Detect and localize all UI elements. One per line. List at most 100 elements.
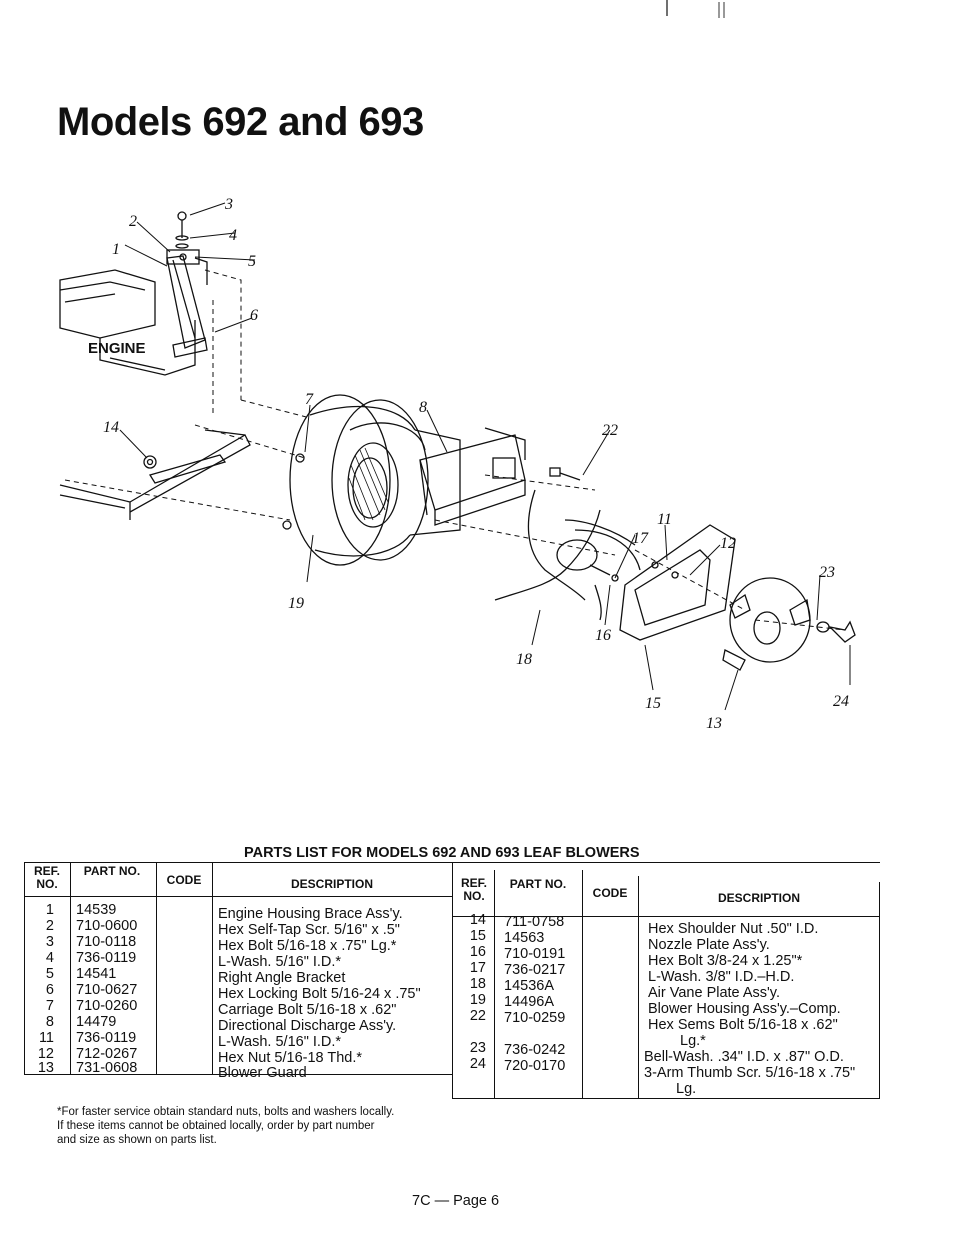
desc-cell: Hex Locking Bolt 5/16-24 x .75" bbox=[218, 986, 421, 1002]
header-description-right: DESCRIPTION bbox=[717, 891, 800, 905]
footnote-line: *For faster service obtain standard nuts… bbox=[57, 1106, 395, 1118]
callout-18: 18 bbox=[516, 651, 532, 668]
callout-1: 1 bbox=[112, 241, 120, 258]
col-sep bbox=[582, 870, 583, 1098]
ref-cell: 6 bbox=[45, 982, 54, 998]
part-cell: 14536A bbox=[504, 978, 554, 994]
col-sep bbox=[638, 876, 639, 1098]
callout-13: 13 bbox=[706, 715, 722, 732]
callout-2: 2 bbox=[129, 213, 137, 230]
callout-3: 3 bbox=[224, 196, 233, 213]
table-border-left bbox=[24, 862, 25, 1074]
ref-cell: 12 bbox=[37, 1046, 54, 1062]
page-number: 7C — Page 6 bbox=[412, 1193, 500, 1209]
ref-cell: 19 bbox=[469, 992, 486, 1008]
part-cell: 710-0259 bbox=[504, 1010, 566, 1026]
part-cell: 736-0119 bbox=[76, 1030, 137, 1046]
ref-cell: 17 bbox=[469, 960, 486, 976]
desc-cell-continued: Lg. bbox=[676, 1081, 697, 1097]
header-ref-no: REF. NO. bbox=[33, 864, 60, 891]
part-cell: 731-0608 bbox=[76, 1060, 138, 1076]
part-cell: 14541 bbox=[76, 966, 117, 982]
desc-cell: Hex Nut 5/16-18 Thd.* bbox=[218, 1050, 363, 1066]
ref-cell: 8 bbox=[45, 1014, 54, 1030]
ref-cell: 4 bbox=[45, 950, 54, 966]
ref-cell: 13 bbox=[37, 1060, 54, 1076]
air-vane-drawing bbox=[494, 489, 641, 621]
table-border-bottom-right bbox=[452, 1098, 880, 1099]
callout-5: 5 bbox=[248, 253, 256, 270]
blower-housing-drawing bbox=[282, 394, 461, 566]
ref-cell: 23 bbox=[469, 1040, 486, 1056]
desc-cell: 3-Arm Thumb Scr. 5/16-18 x .75" bbox=[644, 1065, 856, 1081]
part-cell: 710-0260 bbox=[76, 998, 138, 1014]
ref-cell: 2 bbox=[45, 918, 54, 934]
desc-cell: Air Vane Plate Ass'y. bbox=[648, 985, 780, 1001]
ref-cell: 5 bbox=[45, 966, 54, 982]
callout-17: 17 bbox=[632, 530, 649, 547]
callout-23: 23 bbox=[819, 564, 835, 581]
col-sep bbox=[494, 870, 495, 1098]
header-part-no: PART NO. bbox=[83, 864, 141, 878]
ref-cell: 7 bbox=[45, 998, 54, 1014]
callout-8: 8 bbox=[419, 399, 427, 416]
header-part-no-right: PART NO. bbox=[509, 877, 567, 891]
part-cell: 14479 bbox=[76, 1014, 117, 1030]
footnote-line: and size as shown on parts list. bbox=[57, 1134, 217, 1146]
header-rule-right bbox=[452, 916, 880, 917]
desc-cell: L-Wash. 3/8" I.D.–H.D. bbox=[648, 969, 795, 985]
callout-4: 4 bbox=[229, 227, 237, 244]
desc-cell: Blower Housing Ass'y.–Comp. bbox=[648, 1001, 841, 1017]
part-cell: 712-0267 bbox=[76, 1046, 138, 1062]
engine-drawing bbox=[59, 249, 208, 376]
part-cell: 711-0758 bbox=[504, 914, 565, 930]
desc-cell: Directional Discharge Ass'y. bbox=[218, 1018, 397, 1034]
parts-list-title: PARTS LIST FOR MODELS 692 AND 693 LEAF B… bbox=[244, 845, 640, 861]
ref-cell: 24 bbox=[469, 1056, 486, 1072]
col-sep bbox=[70, 862, 71, 1074]
blower-guard-drawing bbox=[722, 577, 811, 671]
ref-cell: 22 bbox=[469, 1008, 486, 1024]
callout-22: 22 bbox=[602, 422, 618, 439]
part-cell: 736-0242 bbox=[504, 1042, 566, 1058]
header-ref-no-right: REF. NO. bbox=[460, 876, 487, 903]
desc-cell: Hex Shoulder Nut .50" I.D. bbox=[648, 921, 819, 937]
part-cell: 14539 bbox=[76, 902, 117, 918]
footnote-line: If these items cannot be obtained locall… bbox=[57, 1120, 375, 1132]
callout-19: 19 bbox=[288, 595, 304, 612]
desc-cell: Engine Housing Brace Ass'y. bbox=[218, 906, 403, 922]
part-cell: 720-0170 bbox=[504, 1058, 566, 1074]
desc-cell: Bell-Wash. .34" I.D. x .87" O.D. bbox=[644, 1049, 844, 1065]
table-border-right bbox=[879, 882, 880, 1098]
desc-cell: Hex Sems Bolt 5/16-18 x .62" bbox=[648, 1017, 838, 1033]
ref-cell: 3 bbox=[45, 934, 54, 950]
desc-cell: L-Wash. 5/16" I.D.* bbox=[218, 1034, 342, 1050]
parts-table: REF. NO. PART NO. CODE DESCRIPTION REF. … bbox=[24, 862, 880, 1099]
callout-16: 16 bbox=[595, 627, 611, 644]
frame-rail bbox=[59, 429, 251, 520]
callout-7: 7 bbox=[305, 391, 314, 408]
scan-marks bbox=[666, 0, 746, 25]
callout-12: 12 bbox=[720, 535, 736, 552]
part-cell: 710-0600 bbox=[76, 918, 138, 934]
col-sep bbox=[156, 862, 157, 1074]
nozzle-plate-drawing bbox=[619, 524, 736, 641]
part-cell: 14563 bbox=[504, 930, 545, 946]
col-sep bbox=[452, 862, 453, 1098]
callout-6: 6 bbox=[250, 307, 258, 324]
desc-cell: Right Angle Bracket bbox=[218, 970, 346, 986]
part-cell: 710-0118 bbox=[76, 934, 137, 950]
part-cell: 736-0119 bbox=[76, 950, 137, 966]
part-cell: 14496A bbox=[504, 994, 554, 1010]
callout-14: 14 bbox=[103, 419, 119, 436]
callout-11: 11 bbox=[657, 511, 672, 528]
engine-label: ENGINE bbox=[88, 340, 146, 357]
exploded-parts-diagram: ENGINE 1 2 3 4 5 6 7 8 11 12 13 14 15 16… bbox=[59, 196, 856, 732]
footnote: *For faster service obtain standard nuts… bbox=[57, 1105, 457, 1147]
header-rule-left bbox=[24, 896, 452, 897]
page-title: Models 692 and 693 bbox=[57, 100, 424, 144]
bolt-stack bbox=[175, 211, 189, 249]
desc-cell: Blower Guard bbox=[218, 1065, 307, 1081]
callout-24: 24 bbox=[833, 693, 849, 710]
desc-cell: Nozzle Plate Ass'y. bbox=[648, 937, 770, 953]
